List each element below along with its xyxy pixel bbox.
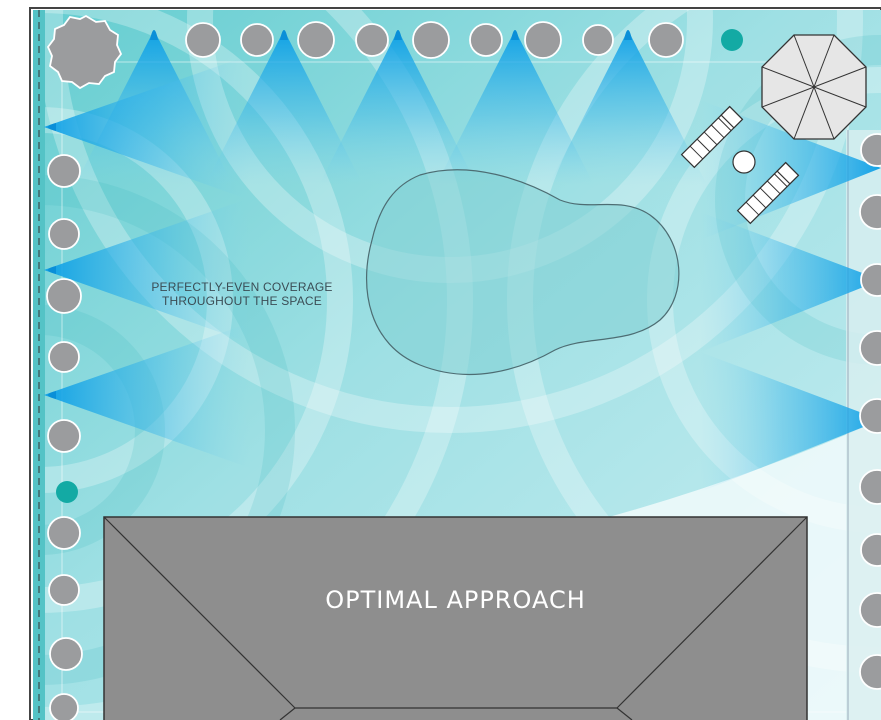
lounge-chair-icon bbox=[680, 105, 744, 169]
shrub-icon bbox=[48, 574, 80, 606]
shrub-icon bbox=[412, 21, 450, 59]
shrub-icon bbox=[48, 341, 80, 373]
coverage-line-1: PERFECTLY-EVEN COVERAGE bbox=[151, 280, 333, 294]
shrub-icon bbox=[860, 533, 881, 567]
roof-plan-icon bbox=[103, 516, 808, 720]
shrub-icon bbox=[48, 218, 80, 250]
shrub-icon bbox=[469, 23, 503, 57]
shrub-icon bbox=[524, 21, 562, 59]
coverage-line-2: THROUGHOUT THE SPACE bbox=[161, 294, 323, 308]
heater-icon bbox=[44, 55, 250, 200]
shrub-icon bbox=[185, 22, 221, 58]
heater-icon bbox=[44, 198, 250, 343]
side-table-icon bbox=[732, 150, 756, 174]
shrub-icon bbox=[859, 330, 881, 366]
shrub-icon bbox=[49, 637, 83, 671]
shrub-icon bbox=[46, 14, 123, 90]
lounge-chair-icon bbox=[736, 161, 800, 225]
shrub-icon bbox=[648, 22, 684, 58]
pool-icon bbox=[366, 169, 680, 375]
heater-icon bbox=[44, 323, 250, 468]
shrub-icon bbox=[47, 154, 81, 188]
shrub-icon bbox=[47, 419, 81, 453]
heater-icon bbox=[319, 30, 477, 185]
heater-icon bbox=[700, 352, 881, 492]
shrub-icon bbox=[859, 654, 881, 690]
shrub-icon bbox=[859, 469, 881, 505]
shrub-icon bbox=[47, 516, 81, 550]
heater-icon bbox=[436, 30, 594, 185]
heater-icon bbox=[700, 212, 881, 352]
shrub-icon bbox=[859, 194, 881, 230]
shrub-icon bbox=[582, 24, 614, 56]
shrubs-left bbox=[46, 154, 83, 720]
shrub-icon bbox=[297, 21, 335, 59]
shrub-icon bbox=[860, 133, 881, 167]
heater-icon bbox=[549, 30, 707, 185]
post-marker-icon bbox=[721, 29, 743, 51]
shrub-icon bbox=[240, 23, 274, 57]
post-marker-icon bbox=[56, 481, 78, 503]
coverage-annotation: PERFECTLY-EVEN COVERAGE THROUGHOUT THE S… bbox=[112, 280, 372, 308]
shrub-icon bbox=[859, 592, 881, 628]
heater-sprays-left bbox=[44, 55, 250, 468]
shrub-icon bbox=[355, 23, 389, 57]
shrub-icon bbox=[859, 398, 881, 434]
shrub-icon bbox=[49, 693, 79, 720]
shrub-icon bbox=[46, 278, 82, 314]
patio-umbrella-icon bbox=[761, 34, 867, 140]
shrub-icon bbox=[860, 263, 881, 297]
shrubs-top bbox=[46, 14, 684, 90]
house-label: OPTIMAL APPROACH bbox=[325, 586, 586, 614]
house-roof bbox=[103, 516, 808, 720]
shrubs-right bbox=[859, 133, 881, 690]
